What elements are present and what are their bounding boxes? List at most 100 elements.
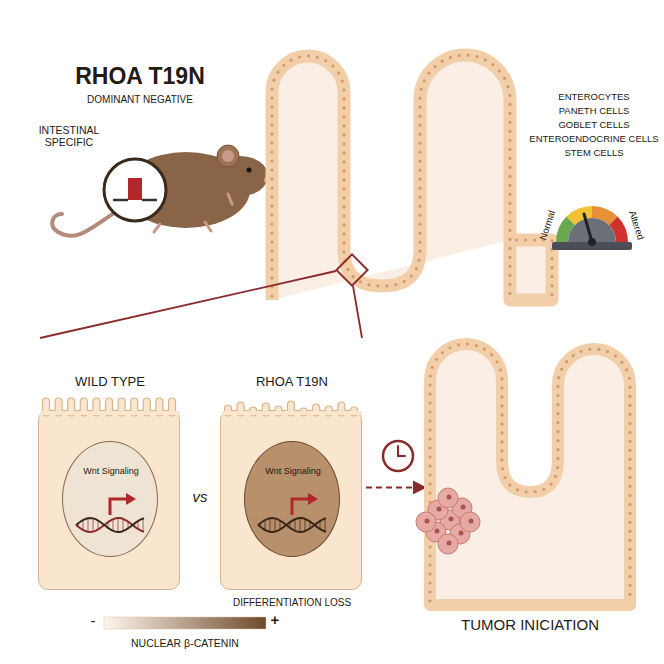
epithelial-nucleus bbox=[418, 223, 421, 226]
epithelial-nucleus bbox=[270, 132, 273, 135]
epithelial-nucleus bbox=[508, 265, 511, 268]
epithelial-nucleus bbox=[420, 88, 423, 91]
epithelial-nucleus bbox=[346, 268, 349, 271]
epithelial-nucleus bbox=[418, 241, 421, 244]
dna-rung bbox=[117, 518, 118, 532]
epithelial-nucleus bbox=[418, 178, 421, 181]
epithelial-nucleus bbox=[508, 157, 511, 160]
epithelial-nucleus bbox=[270, 294, 273, 297]
dna-rung bbox=[274, 518, 275, 531]
epithelial-nucleus bbox=[508, 211, 511, 214]
epithelial-nucleus bbox=[270, 222, 273, 225]
label: Normal bbox=[535, 200, 561, 251]
epithelial-nucleus bbox=[515, 238, 518, 241]
dna-rung bbox=[299, 518, 300, 532]
epithelial-nucleus bbox=[467, 54, 470, 57]
epithelial-nucleus bbox=[418, 97, 421, 100]
dna-rung bbox=[264, 520, 265, 530]
epithelial-nucleus bbox=[508, 229, 511, 232]
tumor bbox=[416, 488, 480, 554]
villus-epithelium bbox=[430, 344, 630, 605]
epithelial-nucleus bbox=[550, 275, 553, 278]
epithelial-nucleus bbox=[508, 256, 511, 259]
epithelial-nucleus bbox=[475, 55, 478, 58]
epithelial-nucleus bbox=[418, 133, 421, 136]
epithelial-nucleus bbox=[533, 238, 536, 241]
dna-rung bbox=[122, 518, 123, 530]
dashed-arrow bbox=[366, 486, 424, 488]
epithelial-nucleus bbox=[270, 114, 273, 117]
epithelial-nucleus bbox=[342, 223, 345, 226]
mouse-eye bbox=[247, 168, 252, 173]
label: NUCLEAR β-CATENIN bbox=[95, 637, 275, 649]
label: GOBLET CELLS bbox=[529, 120, 659, 131]
epithelial-nuclei bbox=[428, 342, 631, 602]
nucleus-label: Wnt Signaling bbox=[83, 466, 139, 476]
epithelial-nucleus bbox=[342, 133, 345, 136]
epithelial-nucleus bbox=[342, 151, 345, 154]
epithelial-nucleus bbox=[449, 56, 452, 59]
epithelial-nucleus bbox=[503, 77, 506, 80]
epithelial-nucleus bbox=[342, 106, 345, 109]
epithelial-nucleus bbox=[484, 58, 487, 61]
tumor-cell bbox=[438, 534, 458, 554]
epithelial-nucleus bbox=[491, 63, 494, 66]
dna-rung bbox=[112, 519, 113, 531]
transcription-arrow bbox=[110, 499, 128, 515]
epithelial-nucleus bbox=[270, 105, 273, 108]
epithelial-nucleus bbox=[270, 240, 273, 243]
dna-rung bbox=[82, 520, 83, 530]
epithelial-nucleus bbox=[508, 247, 511, 250]
epithelial-nucleus bbox=[270, 159, 273, 162]
epithelial-nucleus bbox=[385, 284, 388, 287]
dna-rung bbox=[294, 519, 295, 531]
dna-rung bbox=[304, 518, 305, 530]
dna-rung bbox=[92, 518, 93, 531]
nucleus: Wnt Signaling bbox=[62, 441, 158, 557]
dna-rung bbox=[269, 518, 270, 532]
epithelial-nucleus bbox=[342, 160, 345, 163]
epithelial-nucleus bbox=[418, 124, 421, 127]
epithelial-nucleus bbox=[418, 214, 421, 217]
epithelial-nucleus bbox=[524, 238, 527, 241]
epithelial-nucleus bbox=[316, 56, 319, 59]
nucleus: Wnt Signaling bbox=[244, 441, 340, 557]
epithelial-nucleus bbox=[342, 232, 345, 235]
epithelial-nucleus bbox=[418, 196, 421, 199]
gauge bbox=[552, 206, 632, 250]
epithelial-nucleus bbox=[508, 220, 511, 223]
epithelial-nucleus bbox=[508, 184, 511, 187]
gauge-pivot bbox=[588, 238, 596, 246]
epithelial-nucleus bbox=[342, 241, 345, 244]
epithelial-nucleus bbox=[508, 274, 511, 277]
node-heading: RHOA T19N bbox=[191, 375, 393, 390]
microvilli bbox=[38, 396, 180, 412]
epithelial-nucleus bbox=[508, 166, 511, 169]
epithelial-nucleus bbox=[270, 96, 273, 99]
epithelial-nucleus bbox=[506, 85, 509, 88]
label: vs bbox=[185, 488, 215, 505]
cell: RHOA T19NDIFFERENTIATION LOSSWnt Signali… bbox=[220, 410, 362, 590]
epithelial-nucleus bbox=[508, 238, 511, 241]
label: INTESTINAL SPECIFIC bbox=[28, 124, 110, 148]
dna-rung bbox=[142, 518, 143, 531]
zoom-line bbox=[40, 271, 336, 338]
epithelial-nucleus bbox=[352, 275, 355, 278]
epithelial-nucleus bbox=[270, 276, 273, 279]
epithelial-nucleus bbox=[394, 283, 397, 286]
epithelial-nucleus bbox=[433, 65, 436, 68]
label: STEM CELLS bbox=[529, 148, 659, 159]
dna-rung bbox=[324, 518, 325, 531]
epithelial-nucleus bbox=[508, 292, 511, 295]
gene-circle bbox=[104, 159, 166, 221]
epithelial-nucleus bbox=[324, 59, 327, 62]
epithelial-nucleus bbox=[418, 187, 421, 190]
epithelial-nucleus bbox=[418, 232, 421, 235]
epithelial-nucleus bbox=[270, 177, 273, 180]
villus-epithelium bbox=[272, 55, 552, 300]
label: Altered bbox=[623, 200, 649, 251]
epithelial-nucleus bbox=[272, 79, 275, 82]
gradient-bar bbox=[104, 617, 266, 629]
epithelial-nucleus bbox=[508, 202, 511, 205]
mouse-ear bbox=[217, 145, 239, 167]
